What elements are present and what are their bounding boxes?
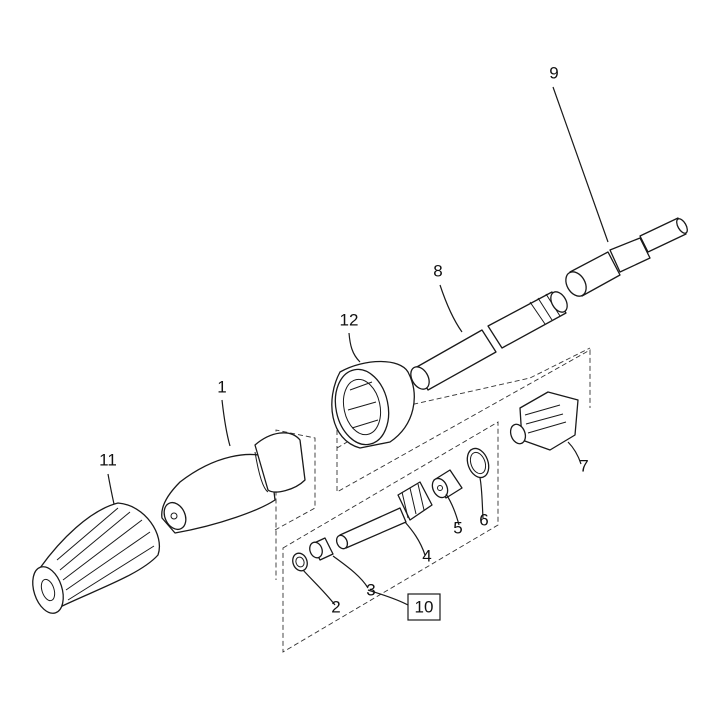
callout-4: 4 bbox=[422, 546, 431, 565]
part-5-insert bbox=[431, 469, 463, 499]
assembly-outline-10 bbox=[282, 421, 499, 653]
callout-3: 3 bbox=[366, 580, 375, 599]
leader-lines bbox=[107, 86, 609, 606]
callouts: 11 1 12 8 9 7 6 5 4 3 2 10 bbox=[99, 63, 589, 621]
callout-9: 9 bbox=[549, 63, 558, 82]
callout-10-box bbox=[407, 593, 441, 621]
part-8-lance-tube bbox=[410, 291, 568, 391]
callout-12: 12 bbox=[340, 310, 359, 329]
callout-5: 5 bbox=[453, 518, 462, 537]
part-9-connector bbox=[565, 217, 688, 297]
part-3-bushing bbox=[309, 537, 334, 561]
part-6-large-o-ring bbox=[466, 447, 490, 479]
part-12-housing-cup bbox=[331, 360, 415, 449]
part-1-nozzle-body bbox=[161, 432, 306, 534]
part-7-threaded-nut bbox=[509, 391, 579, 451]
callout-6: 6 bbox=[479, 510, 488, 529]
callout-1: 1 bbox=[217, 377, 226, 396]
callout-7: 7 bbox=[579, 456, 588, 475]
part-4-rotor-shaft bbox=[335, 481, 433, 550]
callout-10: 10 bbox=[415, 597, 434, 616]
part-2-o-ring bbox=[292, 552, 308, 572]
callout-8: 8 bbox=[433, 261, 442, 280]
part-11-nozzle-cap bbox=[32, 502, 160, 614]
callout-2: 2 bbox=[331, 597, 340, 616]
callout-11: 11 bbox=[99, 450, 117, 469]
